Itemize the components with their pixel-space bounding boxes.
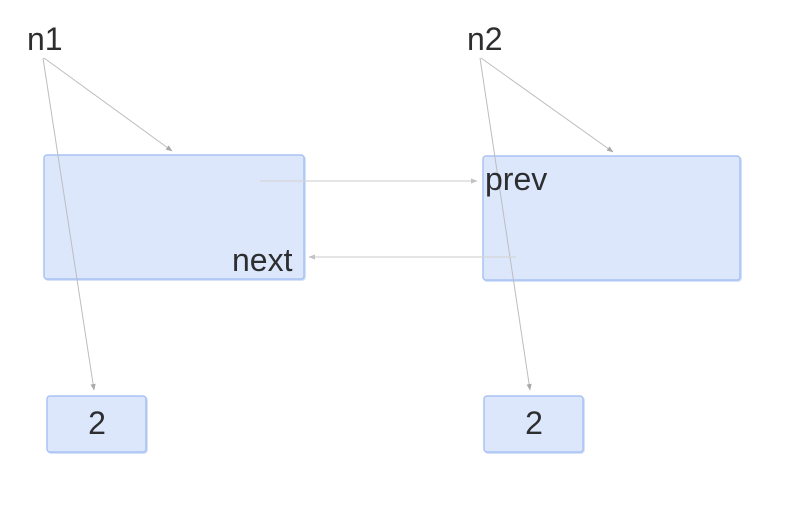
value1-text: 2	[88, 405, 106, 441]
value2-box[interactable]	[483, 395, 584, 453]
variable-label-n2: n2	[467, 21, 503, 57]
node2-box[interactable]	[482, 155, 741, 281]
edge-n1-to-node1	[43, 57, 173, 152]
edge-n2-to-node2	[480, 57, 614, 153]
node1-box[interactable]	[43, 154, 305, 280]
edge-n1-to-value1	[42, 57, 96, 391]
value2-text: 2	[525, 405, 543, 441]
variable-label-n1: n1	[27, 21, 63, 57]
value1-box[interactable]	[46, 395, 147, 453]
field-label-next: next	[232, 242, 293, 278]
edge-n2-to-value2	[479, 57, 532, 391]
field-label-prev: prev	[485, 161, 547, 197]
